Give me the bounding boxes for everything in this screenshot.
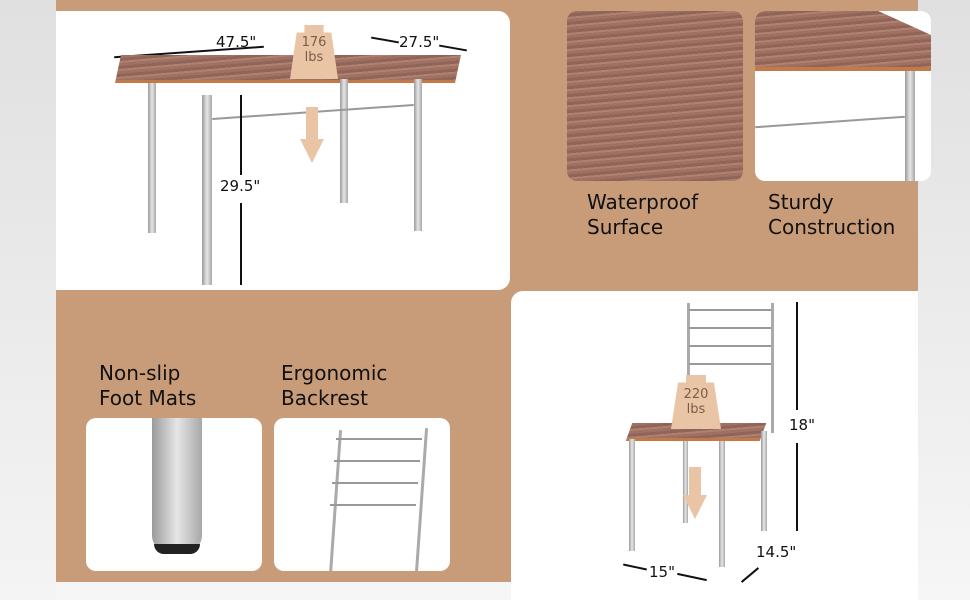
chair-back-post <box>687 303 690 433</box>
chair-width: 15" <box>649 563 675 581</box>
page-margin-left <box>0 0 56 600</box>
height-line <box>240 95 242 175</box>
table-height: 29.5" <box>220 177 261 195</box>
feature-sturdy-label: Sturdy Construction <box>768 190 896 239</box>
table-leg <box>202 95 212 285</box>
table-width: 27.5" <box>399 33 440 51</box>
chair-depth-line <box>740 567 760 583</box>
table-length: 47.5" <box>216 33 257 51</box>
chair-depth: 14.5" <box>756 543 797 561</box>
chair-back-post <box>771 303 774 433</box>
weight-capacity-icon: 176 lbs <box>290 25 338 79</box>
chair-width-line <box>623 563 647 571</box>
chair-leg <box>719 441 725 567</box>
feature-ergonomic-label: Ergonomic Backrest <box>281 361 388 410</box>
bottom-strip <box>56 582 512 600</box>
feature-waterproof-label: Waterproof Surface <box>587 190 699 239</box>
table-leg <box>414 79 422 231</box>
table-leg <box>340 79 348 203</box>
chair-width-line-end <box>677 572 707 582</box>
backrest-image <box>274 418 450 571</box>
down-arrow-icon <box>306 107 318 141</box>
down-arrow-icon <box>689 467 701 497</box>
down-arrow-head <box>300 139 324 163</box>
chair-dimension-panel: 220 lbs 18" 15" 14.5" <box>511 291 918 600</box>
chair-height-line-lower <box>796 443 798 531</box>
waterproof-surface-image <box>567 11 743 181</box>
table-leg <box>148 83 156 233</box>
sturdy-construction-image <box>755 11 931 181</box>
width-line-end <box>439 44 467 52</box>
height-line-lower <box>240 203 242 285</box>
chair-leg <box>683 441 688 523</box>
foot-mat-image <box>86 418 262 571</box>
width-line <box>371 36 399 44</box>
capacity-value: 176 <box>301 35 327 50</box>
chair-height: 18" <box>789 416 815 434</box>
chair-height-line <box>796 302 798 410</box>
tabletop-image <box>115 55 461 83</box>
feature-nonslip-label: Non-slip Foot Mats <box>99 361 197 410</box>
weight-capacity-icon: 220 lbs <box>671 375 721 429</box>
table-dimension-panel: 47.5" 27.5" 29.5" 176 lbs <box>56 11 510 290</box>
chair-leg <box>761 431 767 531</box>
capacity-value: 220 <box>683 387 709 402</box>
chair-leg <box>629 439 635 551</box>
capacity-unit: lbs <box>304 50 324 65</box>
down-arrow-head <box>683 495 707 519</box>
capacity-unit: lbs <box>686 402 706 417</box>
